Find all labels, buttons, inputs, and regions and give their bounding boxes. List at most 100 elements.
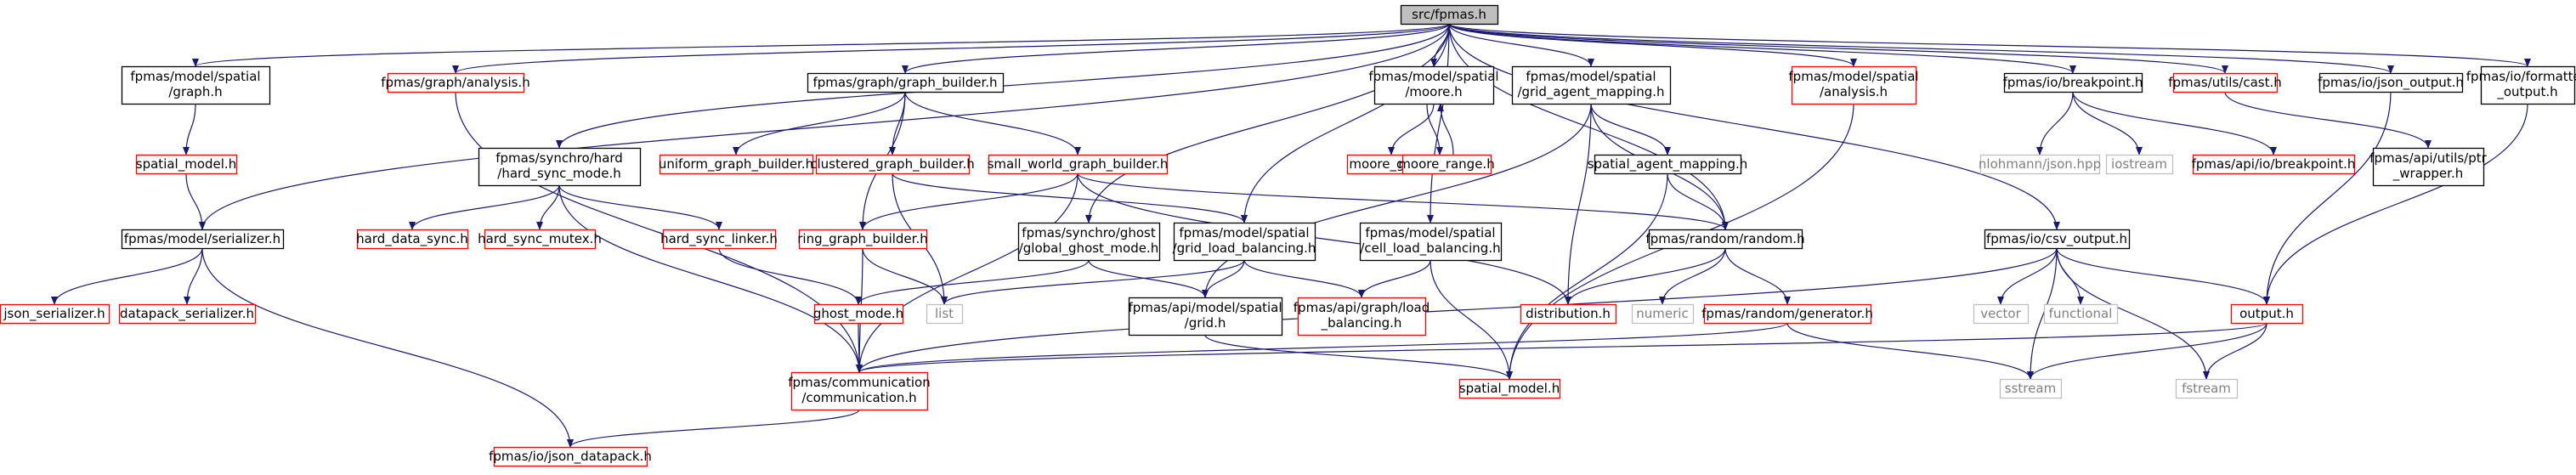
node-box [813, 303, 904, 325]
node-box [121, 229, 285, 250]
edge-hard-sync-linker-to-ghost-mode [718, 247, 862, 305]
edge-cell-load-balancing-to-api-load-balancing [1358, 259, 1431, 298]
node-label: /grid_load_balancing.h [1173, 240, 1316, 257]
node-box [2372, 147, 2485, 187]
node-label: nlohmann/json.hpp [1979, 156, 2101, 172]
edge-random-to-distribution [1565, 247, 1726, 305]
node-label: fpmas/synchro/hard [495, 150, 623, 166]
node-graph-builder[interactable]: fpmas/graph/graph_builder.h [807, 72, 1005, 93]
node-global-ghost-mode[interactable]: fpmas/synchro/ghost/global_ghost_mode.h [1017, 222, 1161, 262]
node-label: fpmas/random/generator.h [1701, 306, 1873, 321]
node-formatted-output[interactable]: fpmas/io/formatted_output.h [2466, 65, 2576, 105]
node-analysis-graph[interactable]: fpmas/graph/analysis.h [381, 72, 530, 93]
node-output[interactable]: output.h [2230, 303, 2304, 325]
node-box [926, 303, 964, 325]
node-api-grid[interactable]: fpmas/api/model/spatial/grid.h [1128, 297, 1283, 336]
edge-csv-output-to-communication [856, 247, 2058, 373]
node-box [1703, 303, 1872, 325]
edge-output-to-sstream [2027, 322, 2267, 380]
node-hard-sync-mutex[interactable]: hard_sync_mutex.h [478, 229, 602, 250]
node-label: fstream [2182, 381, 2231, 396]
edge-random-to-numeric [1659, 247, 1726, 305]
node-box [1511, 65, 1672, 105]
node-list: list [926, 303, 964, 325]
node-label: _output.h [2496, 84, 2557, 100]
node-ghost-mode[interactable]: ghost_mode.h [813, 303, 904, 325]
node-nlohmann-json: nlohmann/json.hpp [1979, 154, 2101, 175]
node-label: /graph.h [168, 84, 222, 99]
node-vector: vector [1973, 303, 2030, 325]
node-grid-agent-mapping[interactable]: fpmas/model/spatial/grid_agent_mapping.h [1511, 65, 1672, 105]
node-cast[interactable]: fpmas/utils/cast.h [2168, 72, 2282, 93]
edge-cell-load-balancing-to-spatial-model-bottom [1430, 259, 1513, 380]
node-csv-output[interactable]: fpmas/io/csv_output.h [1984, 229, 2131, 250]
node-hard-data-sync[interactable]: hard_data_sync.h [356, 229, 469, 250]
node-distribution[interactable]: distribution.h [1520, 303, 1617, 325]
node-generator[interactable]: fpmas/random/generator.h [1701, 303, 1873, 325]
node-box [1128, 297, 1283, 336]
edge-root-to-random [1448, 23, 1729, 230]
node-json-output[interactable]: fpmas/io/json_output.h [2318, 72, 2464, 93]
node-label: fpmas/model/spatial [1365, 225, 1495, 240]
node-box [2192, 154, 2356, 175]
node-box [1173, 222, 1316, 262]
node-clustered-graph-builder[interactable]: clustered_graph_builder.h [810, 154, 975, 175]
node-json-serializer[interactable]: json_serializer.h [0, 303, 110, 325]
node-cell-load-balancing[interactable]: fpmas/model/spatial/cell_load_balancing.… [1359, 222, 1503, 262]
node-hard-sync-linker[interactable]: hard_sync_linker.h [660, 229, 778, 250]
node-box [2043, 303, 2119, 325]
edge-root-to-global-ghost-mode [1085, 23, 1450, 223]
node-label: fpmas/graph/analysis.h [381, 75, 529, 90]
node-spatial-agent-mapping[interactable]: spatial_agent_mapping.h [1588, 154, 1748, 175]
edge-breakpoint-to-api-breakpoint [2072, 91, 2277, 156]
node-label: fpmas/io/breakpoint.h [2003, 75, 2143, 90]
node-label: fpmas/model/spatial [1526, 69, 1656, 84]
edge-root-to-cell-load-balancing [1427, 23, 1450, 223]
node-small-world-graph-builder[interactable]: small_world_graph_builder.h [988, 154, 1169, 175]
node-label: functional [2049, 306, 2113, 321]
node-breakpoint[interactable]: fpmas/io/breakpoint.h [2003, 72, 2143, 93]
node-moore-range[interactable]: moore_range.h [1398, 154, 1495, 175]
node-communication[interactable]: fpmas/communication/communication.h [788, 371, 931, 411]
node-label: fpmas/model/spatial [1368, 69, 1498, 84]
node-grid-load-balancing[interactable]: fpmas/model/spatial/grid_load_balancing.… [1173, 222, 1316, 262]
node-box [1401, 154, 1492, 175]
node-moore[interactable]: fpmas/model/spatial/moore.h [1368, 65, 1499, 105]
node-label: hard_data_sync.h [356, 231, 468, 247]
node-box [1297, 297, 1427, 336]
node-box [798, 229, 928, 250]
node-box [478, 147, 642, 187]
node-api-breakpoint[interactable]: fpmas/api/io/breakpoint.h [2192, 154, 2356, 175]
edge-grid-agent-mapping-to-api-grid [1202, 103, 1592, 298]
node-root[interactable]: src/fpmas.h [1400, 4, 1499, 25]
edge-ring-graph-builder-to-list [862, 247, 948, 305]
node-spatial-model-bottom[interactable]: spatial_model.h [1459, 378, 1561, 399]
node-ptr-wrapper[interactable]: fpmas/api/utils/ptr_wrapper.h [2369, 147, 2488, 187]
node-datapack-serializer[interactable]: datapack_serializer.h [118, 303, 257, 325]
node-label: fpmas/io/json_datapack.h [489, 449, 652, 465]
node-label: /analysis.h [1820, 84, 1888, 99]
node-spatial-analysis[interactable]: fpmas/model/spatial/analysis.h [1788, 65, 1919, 105]
node-label: fpmas/synchro/ghost [1022, 225, 1156, 240]
edge-global-ghost-mode-to-ghost-mode [855, 259, 1090, 305]
node-spatial-model-top[interactable]: spatial_model.h [136, 154, 238, 175]
node-ring-graph-builder[interactable]: ring_graph_builder.h [797, 229, 928, 250]
node-hard-sync-mode[interactable]: fpmas/synchro/hard/hard_sync_mode.h [478, 147, 642, 187]
edge-generator-to-communication [856, 322, 1788, 373]
node-serializer[interactable]: fpmas/model/serializer.h [121, 229, 285, 250]
node-box [1631, 303, 1695, 325]
node-box [2175, 378, 2239, 399]
node-random[interactable]: fpmas/random/random.h [1645, 229, 1805, 250]
edge-csv-output-to-sstream [2027, 247, 2058, 380]
node-label: fpmas/api/model/spatial [1128, 300, 1282, 315]
edge-breakpoint-to-nlohmann-json [2036, 91, 2074, 156]
node-box [1400, 4, 1499, 25]
edge-serializer-to-datapack-serializer [184, 247, 203, 305]
node-graph[interactable]: fpmas/model/spatial/graph.h [121, 65, 271, 105]
node-api-load-balancing[interactable]: fpmas/api/graph/load_balancing.h [1294, 297, 1430, 336]
node-uniform-graph-builder[interactable]: uniform_graph_builder.h [659, 154, 814, 175]
node-box [988, 154, 1169, 175]
edge-small-world-graph-builder-to-ring-graph-builder [859, 172, 1079, 230]
node-label: fpmas/io/csv_output.h [1986, 231, 2127, 247]
node-json-datapack[interactable]: fpmas/io/json_datapack.h [489, 446, 652, 467]
